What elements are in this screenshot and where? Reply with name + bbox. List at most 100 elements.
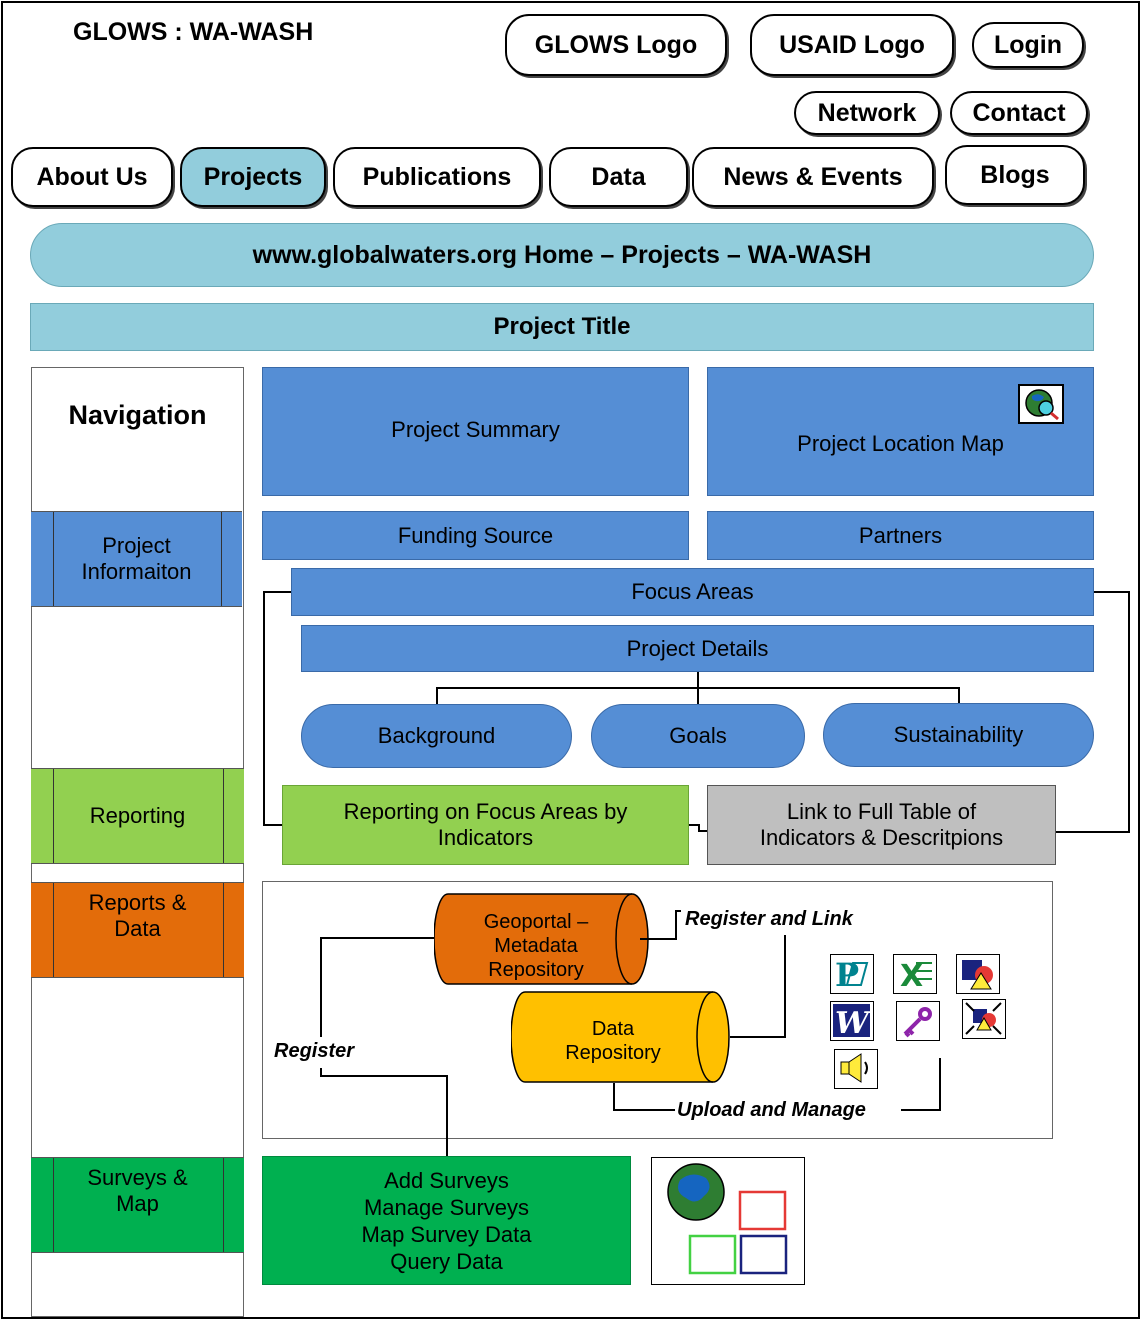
tab-news-events[interactable]: News & Events (692, 147, 934, 207)
project-location-map-box[interactable]: Project Location Map (707, 367, 1094, 496)
project-summary-box[interactable]: Project Summary (262, 367, 689, 496)
glows-logo-button[interactable]: GLOWS Logo (505, 14, 727, 76)
surveys-box[interactable]: Add Surveys Manage Surveys Map Survey Da… (262, 1156, 631, 1285)
connector-line (697, 687, 699, 705)
connector-line (263, 591, 265, 826)
link-full-table-box[interactable]: Link to Full Table of Indicators & Descr… (707, 785, 1056, 865)
connector-line (1128, 591, 1130, 833)
key-icon (896, 1001, 940, 1041)
reporting-label: Indicators (437, 825, 534, 850)
upload-and-manage-label: Upload and Manage (677, 1099, 866, 1121)
link-table-label: Link to Full Table of (786, 799, 977, 824)
connector-line (901, 1109, 941, 1111)
breadcrumb[interactable]: www.globalwaters.org Home – Projects – W… (30, 223, 1094, 287)
connector-line (697, 672, 699, 688)
contact-button[interactable]: Contact (950, 91, 1088, 135)
data-repository-label-line: Repository (565, 1042, 661, 1064)
focus-areas-box[interactable]: Focus Areas (291, 568, 1094, 616)
connector-line (689, 824, 699, 826)
sidebar-item-label: Data (114, 916, 161, 941)
partners-box[interactable]: Partners (707, 511, 1094, 560)
register-label: Register (274, 1040, 355, 1062)
connector-line (640, 938, 676, 940)
connector-line (675, 910, 681, 912)
sidebar-item-label: Surveys & (87, 1165, 188, 1190)
connector-line (320, 937, 322, 1037)
survey-action[interactable]: Query Data (390, 1248, 503, 1274)
connector-line (320, 937, 434, 939)
svg-text:W: W (835, 1006, 872, 1039)
publisher-icon: P (830, 954, 874, 994)
geoportal-label-line: Metadata (494, 935, 578, 957)
excel-icon: X (893, 954, 937, 994)
usaid-logo-button[interactable]: USAID Logo (750, 14, 954, 76)
connector-line (698, 824, 700, 832)
project-details-box[interactable]: Project Details (301, 625, 1094, 672)
sidebar-item-surveys-map[interactable]: Surveys &Map (31, 1157, 244, 1253)
globe-search-icon[interactable] (1018, 384, 1064, 424)
geoportal-cylinder[interactable] (434, 893, 650, 985)
connector-line (784, 935, 786, 1038)
data-repository-cylinder[interactable] (511, 991, 733, 1083)
resize-image-icon (962, 999, 1006, 1039)
link-table-label: Indicators & Descritpions (759, 825, 1004, 850)
connector-line (958, 687, 960, 705)
connector-line (263, 824, 282, 826)
data-repository-label-line: Data (591, 1018, 635, 1040)
geoportal-label-line: Geoportal – (483, 911, 589, 933)
sidebar-item-label: Reporting (89, 803, 186, 828)
data-repository-label: Data Repository (523, 1017, 703, 1065)
sidebar-item-reporting[interactable]: Reporting (31, 768, 244, 864)
sidebar-item-reports-data[interactable]: Reports &Data (31, 882, 244, 978)
background-button[interactable]: Background (301, 704, 572, 768)
geoportal-label-line: Repository (488, 959, 584, 981)
tab-data[interactable]: Data (549, 147, 688, 207)
svg-text:P: P (835, 956, 859, 992)
sidebar-item-label: Map (116, 1191, 159, 1216)
connector-line (613, 1109, 675, 1111)
reporting-focus-areas-box[interactable]: Reporting on Focus Areas by Indicators (282, 785, 689, 865)
sidebar-item-label: Reports & (88, 890, 187, 915)
tab-blogs[interactable]: Blogs (945, 145, 1085, 205)
connector-line (320, 1075, 448, 1077)
connector-line (1094, 591, 1130, 593)
geoportal-label: Geoportal – Metadata Repository (446, 910, 626, 982)
connector-line (613, 1083, 615, 1111)
connector-line (446, 1075, 448, 1157)
site-title: GLOWS : WA-WASH (73, 18, 314, 46)
connector-line (939, 1058, 941, 1111)
survey-action[interactable]: Add Surveys (384, 1167, 509, 1193)
connector-line (698, 830, 707, 832)
funding-source-box[interactable]: Funding Source (262, 511, 689, 560)
login-button[interactable]: Login (972, 22, 1084, 68)
connector-line (320, 1068, 322, 1077)
register-and-link-label: Register and Link (685, 908, 853, 930)
connector-line (263, 591, 291, 593)
tab-publications[interactable]: Publications (333, 147, 541, 207)
reporting-label: Reporting on Focus Areas by (343, 799, 628, 824)
sidebar-item-label: Project (102, 533, 171, 558)
audio-icon (834, 1049, 878, 1089)
sidebar-item-label: Informaiton (81, 559, 192, 584)
sustainability-button[interactable]: Sustainability (823, 703, 1094, 767)
map-thumbnail[interactable] (651, 1157, 805, 1285)
project-location-map-label: Project Location Map (797, 430, 1004, 456)
tab-about-us[interactable]: About Us (11, 147, 173, 207)
survey-action[interactable]: Map Survey Data (361, 1221, 532, 1247)
word-icon: W (830, 1001, 874, 1041)
network-button[interactable]: Network (794, 91, 940, 135)
image-icon (956, 954, 1000, 994)
connector-line (730, 1036, 786, 1038)
connector-line (436, 687, 438, 705)
project-summary-label: Project Summary (391, 416, 560, 442)
survey-action[interactable]: Manage Surveys (363, 1194, 530, 1220)
goals-button[interactable]: Goals (591, 704, 805, 768)
sidebar-heading: Navigation (68, 400, 207, 430)
connector-line (675, 910, 677, 940)
svg-text:X: X (900, 959, 923, 992)
project-title: Project Title (30, 303, 1094, 351)
tab-projects[interactable]: Projects (180, 147, 326, 207)
connector-line (1056, 831, 1130, 833)
